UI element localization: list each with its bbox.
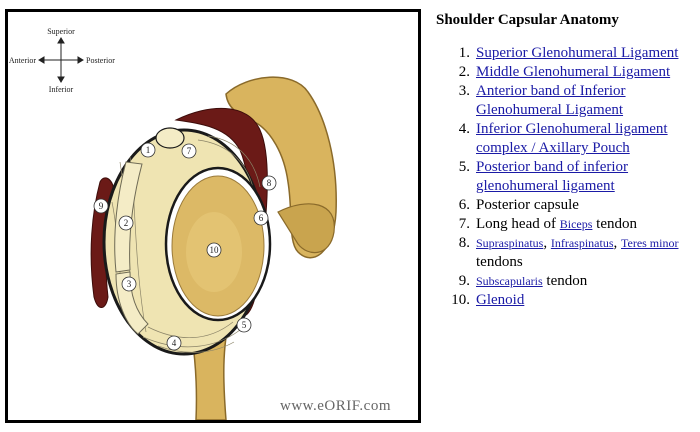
legend-item-1: 1. Superior Glenohumeral Ligament [458,45,679,61]
legend-item-6: 6. Posterior capsule [458,197,579,213]
svg-text:7: 7 [187,146,192,156]
infraspinatus-link[interactable]: Infraspinatus [550,236,614,250]
compass-superior: Superior [47,27,75,36]
svg-text:5: 5 [242,320,247,330]
marker-2: 2 [118,215,134,231]
marker-6: 6 [253,210,269,226]
glenoid-link[interactable]: Glenoid [476,292,525,308]
watermark: www.eORIF.com [280,398,391,414]
posterior-capsule-text: Posterior capsule [476,197,579,213]
biceps-tendon-origin [155,127,185,149]
legend-item-4: 4. Inferior Glenohumeral ligament comple… [458,121,668,156]
compass-inferior: Inferior [49,85,74,94]
svg-text:2: 2 [124,218,129,228]
orientation-compass [38,37,84,83]
mghl-link[interactable]: Middle Glenohumeral Ligament [476,64,671,80]
marker-3: 3 [121,276,137,292]
svg-text:3: 3 [127,279,132,289]
marker-10: 10 [206,242,222,258]
marker-7: 7 [181,143,197,159]
sghl-link[interactable]: Superior Glenohumeral Ligament [476,45,679,61]
ighl-complex-link[interactable]: Inferior Glenohumeral ligament complex /… [476,121,668,156]
legend-item-10: 10. Glenoid [451,292,525,308]
legend-item-9: 9. Subscapularis tendon [458,273,588,289]
svg-text:4: 4 [172,338,177,348]
marker-4: 4 [166,335,182,351]
legend-item-2: 2. Middle Glenohumeral Ligament [458,64,671,80]
svg-text:6: 6 [259,213,264,223]
marker-8: 8 [261,175,277,191]
teres-minor-link[interactable]: Teres minor [621,236,679,250]
svg-text:9: 9 [99,201,104,211]
biceps-link[interactable]: Biceps [559,217,593,231]
aighl-link[interactable]: Anterior band of Inferior Glenohumeral L… [476,83,626,118]
compass-anterior: Anterior [9,56,36,65]
marker-5: 5 [236,317,252,333]
svg-text:10: 10 [210,245,220,255]
anatomy-illustration: Superior Inferior Anterior Posterior 1 2… [9,27,391,420]
compass-posterior: Posterior [86,56,115,65]
legend-item-8: 8. Supraspinatus, Infraspinatus, Teres m… [458,235,679,270]
subscapularis-link[interactable]: Subscapularis [476,274,543,288]
pighl-link[interactable]: Posterior band of inferior glenohumeral … [476,159,629,194]
marker-1: 1 [140,142,156,158]
coracoid-bone [277,203,335,254]
svg-text:1: 1 [146,145,151,155]
shoulder-anatomy-figure: Superior Inferior Anterior Posterior 1 2… [5,9,421,423]
legend-title: Shoulder Capsular Anatomy [436,12,619,28]
legend-item-3: 3. Anterior band of Inferior Glenohumera… [458,83,626,118]
svg-text:8: 8 [267,178,272,188]
marker-9: 9 [93,198,109,214]
legend-item-7: 7. Long head of Biceps tendon [458,216,637,232]
legend-item-5: 5. Posterior band of inferior glenohumer… [458,159,629,194]
legend-list: 1. Superior Glenohumeral Ligament 2. Mid… [446,44,698,310]
supraspinatus-link[interactable]: Supraspinatus [476,236,544,250]
